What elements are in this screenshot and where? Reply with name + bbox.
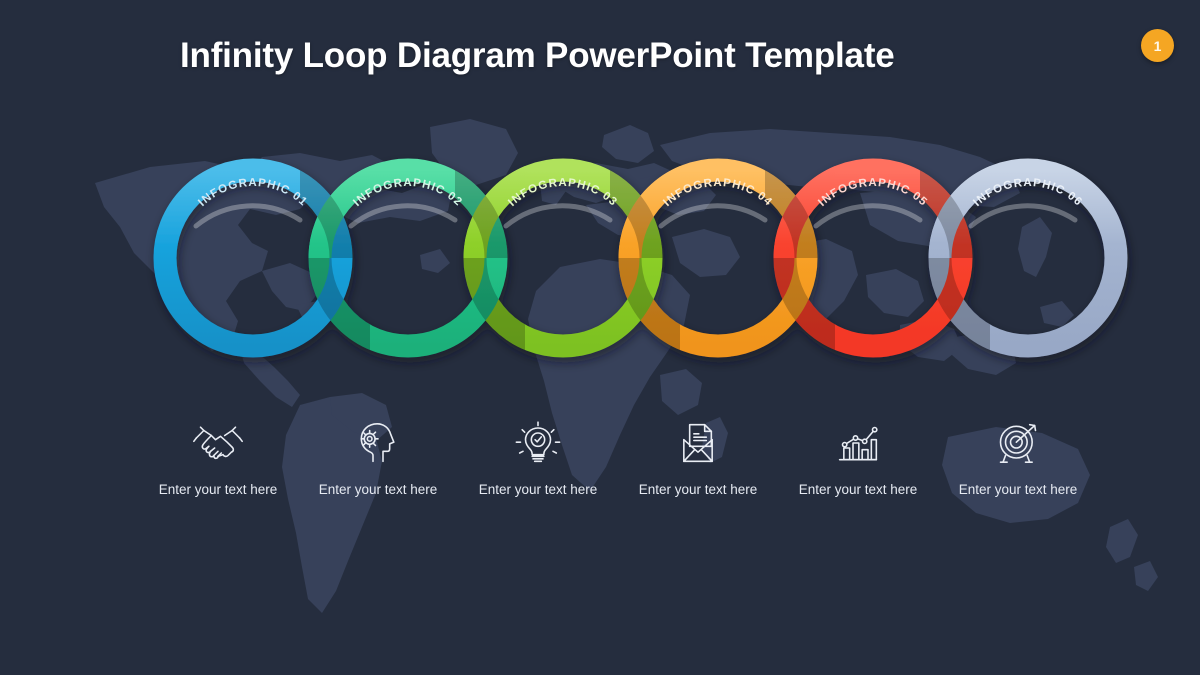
lightbulb-check-icon [515, 421, 561, 463]
handshake-icon [193, 426, 243, 460]
icon-caption-row: Enter your text here Enter your text her… [0, 420, 1200, 530]
info-item-5[interactable]: Enter your text here [778, 420, 938, 530]
bar-chart-trend-icon [838, 426, 878, 461]
item-caption-6: Enter your text here [958, 482, 1078, 497]
target-arrow-icon [999, 423, 1037, 463]
item-caption-3: Enter your text here [478, 482, 598, 497]
info-item-1[interactable]: Enter your text here [138, 420, 298, 530]
info-item-3[interactable]: Enter your text here [458, 420, 618, 530]
infinity-loop-rings: INFOGRAPHIC 01 INFOGRAPHIC 02 INFOGRAPHI… [153, 158, 1128, 358]
info-item-4[interactable]: Enter your text here [618, 420, 778, 530]
ring-body-1 [153, 158, 353, 358]
info-item-2[interactable]: Enter your text here [298, 420, 458, 530]
item-caption-1: Enter your text here [158, 482, 278, 497]
item-caption-2: Enter your text here [318, 482, 438, 497]
item-caption-5: Enter your text here [798, 482, 918, 497]
slide-number-badge: 1 [1141, 29, 1174, 62]
info-item-6[interactable]: Enter your text here [938, 420, 1098, 530]
page-title: Infinity Loop Diagram PowerPoint Templat… [180, 36, 895, 75]
envelope-document-icon [683, 423, 713, 463]
item-caption-4: Enter your text here [638, 482, 758, 497]
head-gear-icon [360, 423, 395, 463]
